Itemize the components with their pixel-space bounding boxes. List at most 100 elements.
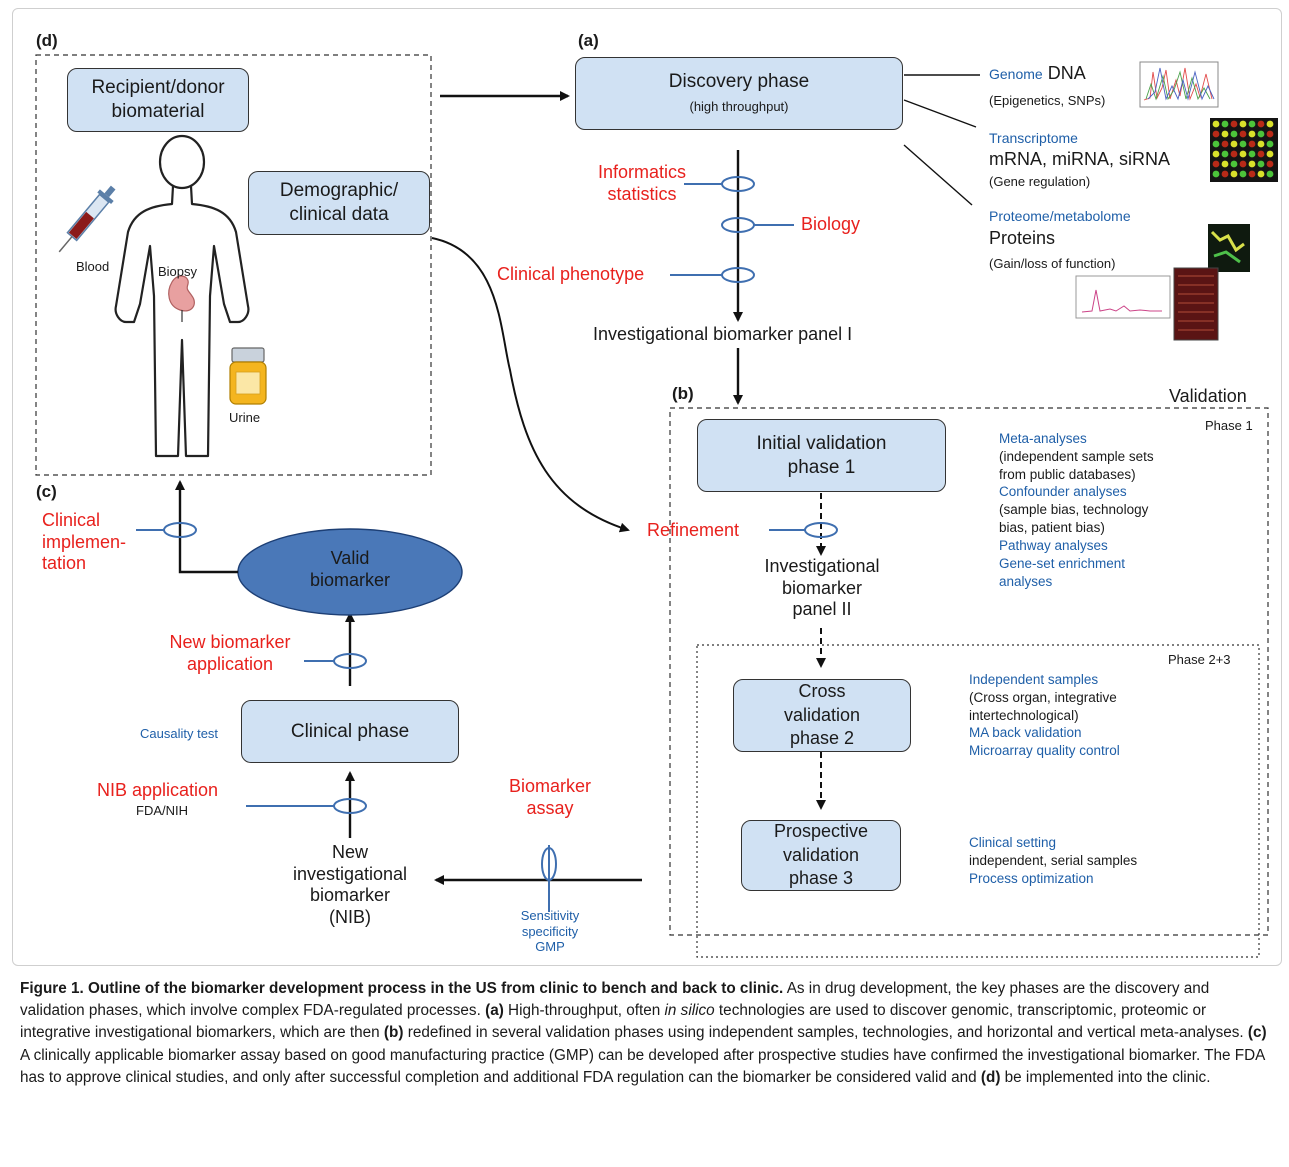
impl-line3: tation <box>42 553 87 574</box>
fda-nih-label: FDA/NIH <box>136 803 188 818</box>
microarray-image <box>1210 118 1278 182</box>
caption-s3: technologies are used to discover genomi… <box>20 1002 1207 1042</box>
microarray-spot <box>1239 150 1247 158</box>
figure-panel <box>12 8 1282 966</box>
genome-label: Genome <box>989 66 1043 82</box>
initial-line1: Initial validation <box>756 432 887 454</box>
prospective-line2: validation <box>782 844 860 865</box>
nib-line4: (NIB) <box>329 906 371 927</box>
cross-line2: validation <box>783 704 861 725</box>
microarray-spot <box>1248 170 1256 178</box>
notes1-line: Gene-set enrichment <box>999 555 1126 571</box>
microarray-spot <box>1230 160 1238 168</box>
microarray-spot <box>1266 170 1274 178</box>
panel2-line2: biomarker <box>781 577 863 598</box>
notes1-line: (independent sample sets <box>999 448 1154 464</box>
microarray-spot <box>1248 160 1256 168</box>
panel2-line1: Investigational <box>764 556 880 576</box>
notes1-line: (sample bias, technology <box>999 502 1149 518</box>
caption-ref-a: (a) <box>485 1002 504 1020</box>
microarray-spot <box>1212 120 1220 128</box>
microarray-spot <box>1239 170 1247 178</box>
panel2-line3: panel II <box>792 599 852 620</box>
syringe-icon <box>58 185 116 253</box>
caption-title: Figure 1. Outline of the biomarker devel… <box>20 980 784 997</box>
discovery-phase-box: Discovery phase (high throughput) <box>575 57 903 130</box>
microarray-spot <box>1221 150 1229 158</box>
notes2-line: Independent samples <box>969 672 1099 687</box>
valid-line2: biomarker <box>309 569 391 590</box>
clinical-phenotype-label: Clinical phenotype <box>497 264 645 284</box>
clinical-phase-box: Clinical phase <box>241 700 459 763</box>
caption-insilico: in silico <box>664 1002 715 1020</box>
causality-label: Causality test <box>140 726 219 741</box>
nib-line1: New <box>331 842 368 862</box>
informatics-line2: statistics <box>607 183 677 204</box>
caption-ref-b: (b) <box>383 1024 404 1042</box>
notes1-line: Pathway analyses <box>999 537 1108 553</box>
panel-label-b: (b) <box>672 384 694 403</box>
proteome-sub: (Gain/loss of function) <box>989 256 1116 271</box>
demographic-line2: clinical data <box>289 204 389 225</box>
discovery-title: Discovery phase <box>668 70 810 92</box>
caption-s2: High-throughput, often <box>503 1002 665 1020</box>
assay-line1: Biomarker <box>508 776 592 796</box>
phase23-label: Phase 2+3 <box>1168 652 1231 667</box>
caption-ref-c: (c) <box>1247 1024 1267 1042</box>
diagram-graphics <box>35 54 1278 958</box>
genome-sub: (Epigenetics, SNPs) <box>989 93 1106 108</box>
caption-s5: A clinically applicable biomarker assay … <box>20 1046 1265 1086</box>
curve-to-refinement <box>431 237 630 533</box>
notes1-line: from public databases) <box>999 466 1136 482</box>
microarray-spot <box>1221 140 1229 148</box>
microarray-spot <box>1257 140 1265 148</box>
microarray-spot <box>1221 120 1229 128</box>
microarray-spot <box>1266 140 1274 148</box>
microarray-spot <box>1230 130 1238 138</box>
microarray-spot <box>1248 140 1256 148</box>
discovery-subtitle: (high throughput) <box>689 98 789 114</box>
microarray-spot <box>1221 170 1229 178</box>
panel-label-c: (c) <box>36 482 57 501</box>
sens-line3: GMP <box>535 939 565 955</box>
valid-line1: Valid <box>330 548 370 568</box>
microarray-spot <box>1239 140 1247 148</box>
notes1-line: bias, patient bias) <box>999 520 1105 536</box>
microarray-spot <box>1230 170 1238 178</box>
caption-s4: redefined in several validation phases u… <box>403 1024 1248 1042</box>
proteins-label: Proteins <box>989 228 1056 248</box>
sens-line1: Sensitivity <box>520 908 580 923</box>
biology-label: Biology <box>801 214 861 234</box>
nib-application-label: NIB application <box>97 780 219 800</box>
blood-label: Blood <box>76 259 110 274</box>
notes3-line: Clinical setting <box>969 835 1057 850</box>
microarray-spot <box>1266 150 1274 158</box>
cross-line3: phase 2 <box>789 728 855 749</box>
notes2-line: intertechnological) <box>969 707 1079 723</box>
microarray-spot <box>1212 150 1220 158</box>
phase2-notes: Independent samples(Cross organ, integra… <box>969 671 1120 760</box>
caption-s1: As in drug development, the key phases a… <box>20 980 1210 1020</box>
demographic-box: Demographic/clinical data <box>248 171 430 235</box>
transcriptome-sub: (Gene regulation) <box>989 174 1091 189</box>
notes3-line: Process optimization <box>969 870 1094 886</box>
biopsy-label: Biopsy <box>158 264 198 279</box>
prospective-line1: Prospective <box>773 821 869 842</box>
demographic-line1: Demographic/ <box>279 180 399 202</box>
informatics-line1: Informatics <box>598 162 687 182</box>
rna-label: mRNA, miRNA, siRNA <box>989 149 1171 169</box>
new-app-line1: New biomarker <box>169 632 291 652</box>
microarray-spot <box>1266 120 1274 128</box>
kidney-icon <box>168 275 195 312</box>
microarray-spot <box>1221 160 1229 168</box>
caption-ref-d: (d) <box>980 1068 1001 1086</box>
chromatogram-image <box>1139 61 1219 108</box>
prospective-line3: phase 3 <box>788 868 854 889</box>
microarray-spot <box>1212 130 1220 138</box>
human-body-icon <box>114 134 250 458</box>
